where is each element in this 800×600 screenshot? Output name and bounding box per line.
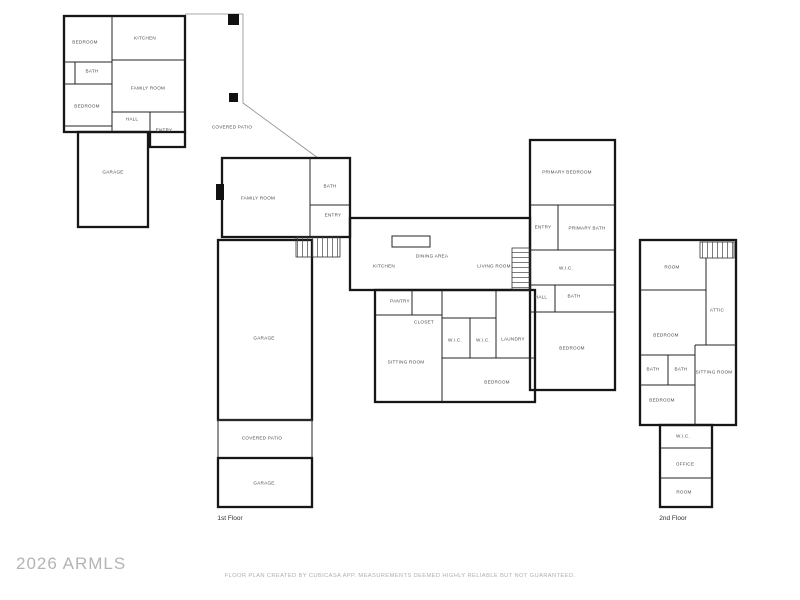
room-label-garage: GARAGE xyxy=(102,170,123,175)
room-label-bedroom: BEDROOM xyxy=(72,40,98,45)
room-label-covered-patio: COVERED PATIO xyxy=(242,436,283,441)
stairs-icon xyxy=(511,247,531,291)
room-label-sitting-room: SITTING ROOM xyxy=(388,360,425,365)
main-house-walls xyxy=(216,138,617,509)
room-label-primary-bath: PRIMARY BATH xyxy=(569,226,606,231)
first-floor-label: 1st Floor xyxy=(217,515,243,522)
room-label-pantry: PANTRY xyxy=(390,299,410,304)
room-label-hall: HALL xyxy=(126,117,139,122)
armls-watermark: 2026 ARMLS xyxy=(16,554,127,573)
room-label-family-room: FAMILY ROOM xyxy=(131,86,165,91)
room-label-hall: HALL xyxy=(535,295,548,300)
room-label-w-i-c-: W.I.C. xyxy=(676,434,690,439)
fireplace-icon xyxy=(216,184,224,200)
room-label-entry: ENTRY xyxy=(156,128,173,133)
room-label-entry: ENTRY xyxy=(535,225,552,230)
room-label-bath: BATH xyxy=(647,367,660,372)
room-labels: BEDROOM KITCHEN BATH BEDROOM FAMILY ROOM HALL… xyxy=(72,36,732,495)
room-label-bath: BATH xyxy=(675,367,688,372)
second-floor-walls xyxy=(638,238,738,509)
room-label-bedroom: BEDROOM xyxy=(653,333,679,338)
room-label-room: ROOM xyxy=(676,490,691,495)
room-label-living-room: LIVING ROOM xyxy=(477,264,510,269)
guest-house-walls xyxy=(62,13,319,229)
room-label-office: OFFICE xyxy=(676,462,694,467)
room-label-w-i-c-: W.I.C. xyxy=(448,338,462,343)
room-label-kitchen: KITCHEN xyxy=(134,36,156,41)
room-label-kitchen: KITCHEN xyxy=(373,264,395,269)
second-floor-label: 2nd Floor xyxy=(659,515,687,522)
stairs-icon xyxy=(699,241,735,259)
room-label-bath: BATH xyxy=(86,69,99,74)
room-label-w-i-c-: W.I.C. xyxy=(559,266,573,271)
room-label-sitting-room: SITTING ROOM xyxy=(696,370,733,375)
patio-post-icon xyxy=(229,93,238,102)
room-label-garage: GARAGE xyxy=(253,336,274,341)
stairs-icon xyxy=(295,236,341,258)
room-label-attic: ATTIC xyxy=(710,308,725,313)
room-label-garage: GARAGE xyxy=(253,481,274,486)
room-label-closet: CLOSET xyxy=(414,320,434,325)
room-label-bedroom: BEDROOM xyxy=(559,346,585,351)
room-label-bedroom: BEDROOM xyxy=(649,398,675,403)
disclaimer-footer: FLOOR PLAN CREATED BY CUBICASA APP. MEAS… xyxy=(224,573,576,579)
room-label-dining-area: DINING AREA xyxy=(416,254,449,259)
room-label-bath: BATH xyxy=(324,184,337,189)
room-label-w-i-c-: W.I.C. xyxy=(476,338,490,343)
room-label-laundry: LAUNDRY xyxy=(501,337,525,342)
patio-post-icon xyxy=(228,14,239,25)
room-label-family-room: FAMILY ROOM xyxy=(241,196,275,201)
room-label-covered-patio: COVERED PATIO xyxy=(212,125,253,130)
room-label-bedroom: BEDROOM xyxy=(484,380,510,385)
kitchen-island-icon xyxy=(391,235,431,248)
room-label-room: ROOM xyxy=(664,265,679,270)
room-label-primary-bedroom: PRIMARY BEDROOM xyxy=(542,170,592,175)
room-label-bedroom: BEDROOM xyxy=(74,104,100,109)
room-label-entry: ENTRY xyxy=(325,213,342,218)
room-label-bath: BATH xyxy=(568,294,581,299)
